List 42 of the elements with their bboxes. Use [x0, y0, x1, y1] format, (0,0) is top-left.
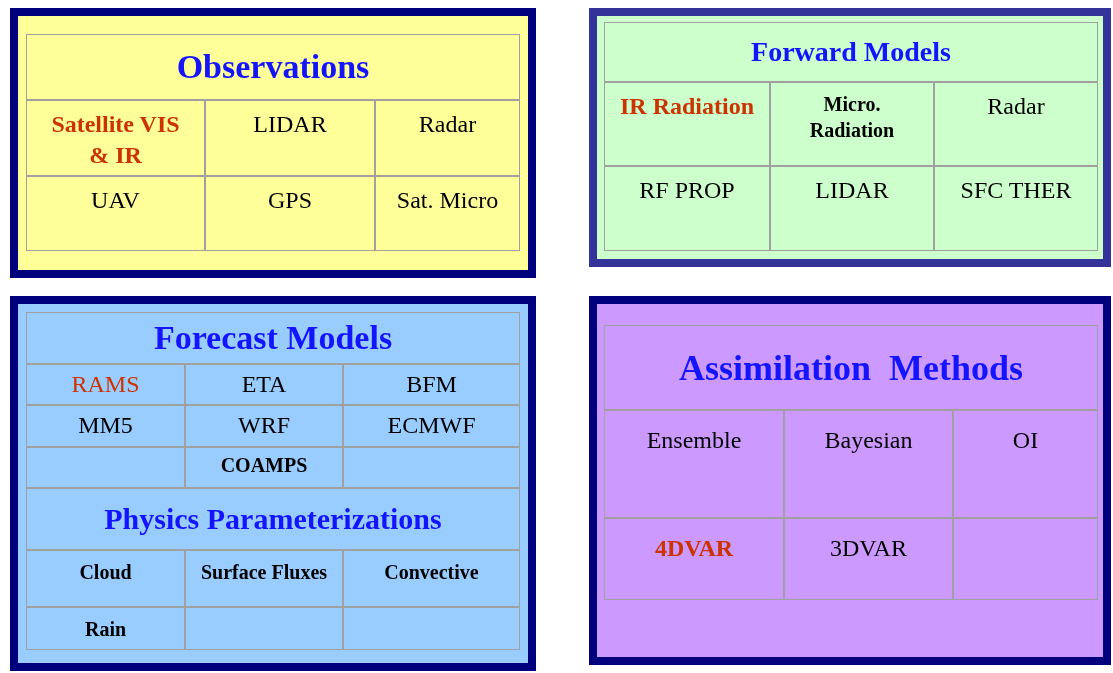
table-entry: UAV: [26, 176, 205, 251]
empty-cell: [343, 607, 520, 650]
category-panel: [589, 296, 1111, 665]
panel-title: Forward Models: [604, 22, 1098, 82]
category-panel: [10, 296, 536, 671]
category-panel: [10, 8, 536, 278]
table-entry: Radar: [375, 100, 520, 176]
table-entry: Sat. Micro: [375, 176, 520, 251]
table-entry: RAMS: [26, 364, 185, 405]
table-entry: GPS: [205, 176, 375, 251]
table-entry: OI: [953, 410, 1098, 518]
table-entry: ETA: [185, 364, 343, 405]
table-entry: Rain: [26, 607, 185, 650]
table-entry: SFC THER: [934, 166, 1098, 251]
table-entry: LIDAR: [205, 100, 375, 176]
table-entry: Bayesian: [784, 410, 953, 518]
table-entry: Radar: [934, 82, 1098, 166]
table-entry: Cloud: [26, 550, 185, 607]
empty-cell: [26, 447, 185, 488]
empty-cell: [185, 607, 343, 650]
empty-cell: [343, 447, 520, 488]
table-entry: Ensemble: [604, 410, 784, 518]
category-panel: [589, 8, 1111, 267]
table-entry: IR Radiation: [604, 82, 770, 166]
panel-title: Forecast Models: [26, 312, 520, 364]
table-entry: BFM: [343, 364, 520, 405]
table-entry: WRF: [185, 405, 343, 447]
table-entry: MM5: [26, 405, 185, 447]
table-entry: Surface Fluxes: [185, 550, 343, 607]
table-entry: Convective: [343, 550, 520, 607]
table-entry: COAMPS: [185, 447, 343, 488]
panel-title: Assimilation Methods: [604, 325, 1098, 410]
table-entry: Satellite VIS & IR: [26, 100, 205, 176]
table-entry: 3DVAR: [784, 518, 953, 600]
table-entry: LIDAR: [770, 166, 934, 251]
table-entry: Micro. Radiation: [770, 82, 934, 166]
panel-title: Observations: [26, 34, 520, 100]
section-heading: Physics Parameterizations: [26, 488, 520, 550]
table-entry: RF PROP: [604, 166, 770, 251]
empty-cell: [953, 518, 1098, 600]
table-entry: 4DVAR: [604, 518, 784, 600]
table-entry: ECMWF: [343, 405, 520, 447]
